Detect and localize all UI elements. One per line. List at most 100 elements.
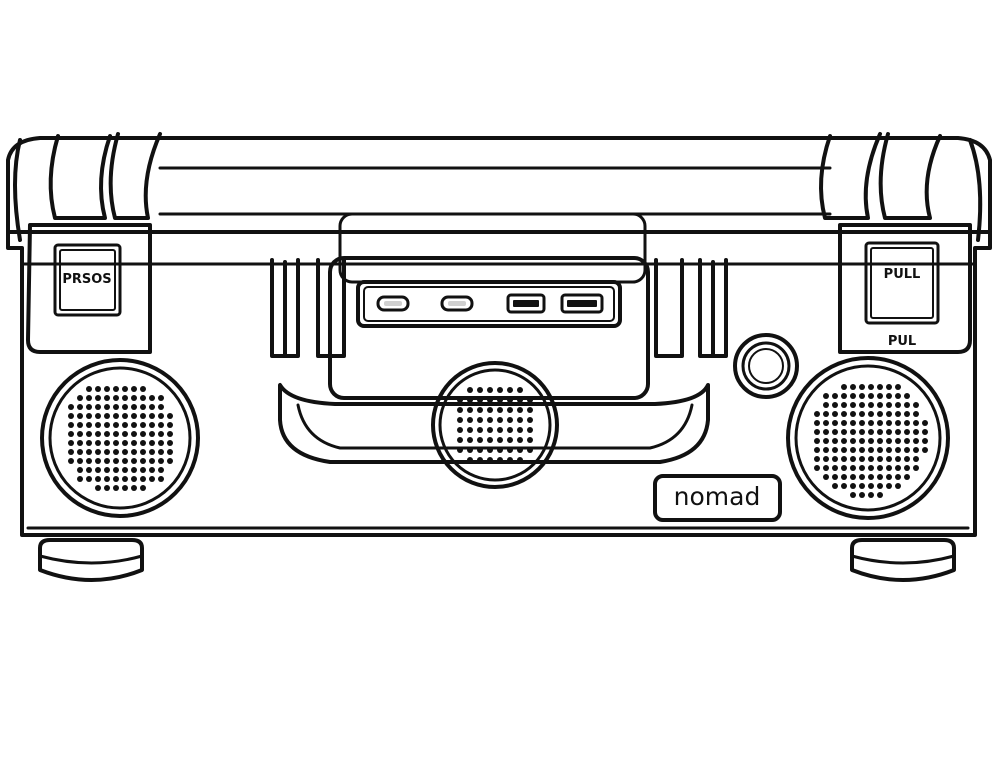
- grille-hole: [850, 393, 856, 399]
- grille-hole: [86, 422, 92, 428]
- grille-hole: [877, 483, 883, 489]
- grille-hole: [859, 393, 865, 399]
- grille-hole: [68, 431, 74, 437]
- grille-hole: [113, 458, 119, 464]
- grille-hole: [823, 447, 829, 453]
- grille-hole: [95, 431, 101, 437]
- grille-hole: [895, 465, 901, 471]
- grille-hole: [131, 404, 137, 410]
- grille-hole: [877, 402, 883, 408]
- grille-hole: [913, 456, 919, 462]
- brand-logo-text: nomad: [674, 482, 761, 511]
- grille-hole: [877, 492, 883, 498]
- grille-hole: [457, 417, 463, 423]
- grille-hole: [868, 438, 874, 444]
- grille-hole: [877, 393, 883, 399]
- grille-hole: [113, 422, 119, 428]
- grille-hole: [859, 492, 865, 498]
- grille-hole: [131, 395, 137, 401]
- grille-hole: [122, 467, 128, 473]
- grille-hole: [167, 440, 173, 446]
- grille-hole: [140, 404, 146, 410]
- grille-hole: [122, 458, 128, 464]
- grille-hole: [95, 422, 101, 428]
- grille-hole: [140, 386, 146, 392]
- grille-hole: [859, 411, 865, 417]
- grille-hole: [77, 431, 83, 437]
- grille-hole: [167, 449, 173, 455]
- grille-hole: [841, 429, 847, 435]
- grille-hole: [913, 429, 919, 435]
- round-knob-icon[interactable]: [733, 333, 799, 399]
- grille-hole: [149, 440, 155, 446]
- grille-hole: [886, 483, 892, 489]
- grille-hole: [868, 492, 874, 498]
- grille-hole: [487, 427, 493, 433]
- grille-hole: [149, 458, 155, 464]
- grille-hole: [113, 404, 119, 410]
- grille-hole: [122, 485, 128, 491]
- grille-hole: [895, 447, 901, 453]
- grille-hole: [122, 386, 128, 392]
- grille-hole: [104, 458, 110, 464]
- grille-hole: [823, 474, 829, 480]
- grille-hole: [841, 420, 847, 426]
- usb-c-port-2[interactable]: [440, 295, 474, 312]
- left-latch[interactable]: PRSOS: [26, 223, 152, 354]
- grille-hole: [850, 447, 856, 453]
- grille-hole: [487, 417, 493, 423]
- grille-hole: [467, 437, 473, 443]
- grille-hole: [457, 427, 463, 433]
- grille-hole: [158, 395, 164, 401]
- grille-hole: [886, 393, 892, 399]
- grille-hole: [122, 449, 128, 455]
- grille-hole: [140, 413, 146, 419]
- grille-hole: [841, 447, 847, 453]
- grille-hole: [868, 465, 874, 471]
- grille-hole: [841, 393, 847, 399]
- grille-hole: [68, 449, 74, 455]
- grille-hole: [167, 422, 173, 428]
- grille-hole: [95, 449, 101, 455]
- grille-hole: [814, 465, 820, 471]
- right-latch[interactable]: PULL PUL: [838, 223, 972, 354]
- grille-hole: [467, 387, 473, 393]
- grille-hole: [140, 431, 146, 437]
- grille-hole: [841, 411, 847, 417]
- grille-hole: [122, 395, 128, 401]
- grille-hole: [122, 431, 128, 437]
- grille-hole: [850, 465, 856, 471]
- grille-hole: [868, 474, 874, 480]
- grille-hole: [886, 438, 892, 444]
- grille-hole: [886, 456, 892, 462]
- grille-hole: [823, 420, 829, 426]
- grille-hole: [95, 440, 101, 446]
- grille-hole: [895, 384, 901, 390]
- grille-hole: [477, 427, 483, 433]
- grille-hole: [158, 413, 164, 419]
- grille-hole: [895, 393, 901, 399]
- grille-hole: [904, 465, 910, 471]
- usb-c-port-1[interactable]: [376, 295, 410, 312]
- grille-hole: [149, 404, 155, 410]
- grille-hole: [922, 429, 928, 435]
- grille-hole: [113, 485, 119, 491]
- grille-hole: [904, 429, 910, 435]
- grille-hole: [527, 437, 533, 443]
- grille-hole: [86, 458, 92, 464]
- grille-hole: [850, 411, 856, 417]
- left-foot: [38, 538, 144, 582]
- grille-hole: [850, 474, 856, 480]
- grille-hole: [497, 437, 503, 443]
- grille-hole: [131, 431, 137, 437]
- usb-a-port-1[interactable]: [506, 293, 546, 314]
- left-speaker-grille: [40, 358, 200, 518]
- grille-hole: [158, 431, 164, 437]
- grille-hole: [841, 474, 847, 480]
- grille-hole: [841, 384, 847, 390]
- grille-hole: [95, 467, 101, 473]
- grille-hole: [886, 402, 892, 408]
- usb-a-port-2[interactable]: [560, 293, 604, 314]
- grille-hole: [922, 447, 928, 453]
- grille-hole: [104, 413, 110, 419]
